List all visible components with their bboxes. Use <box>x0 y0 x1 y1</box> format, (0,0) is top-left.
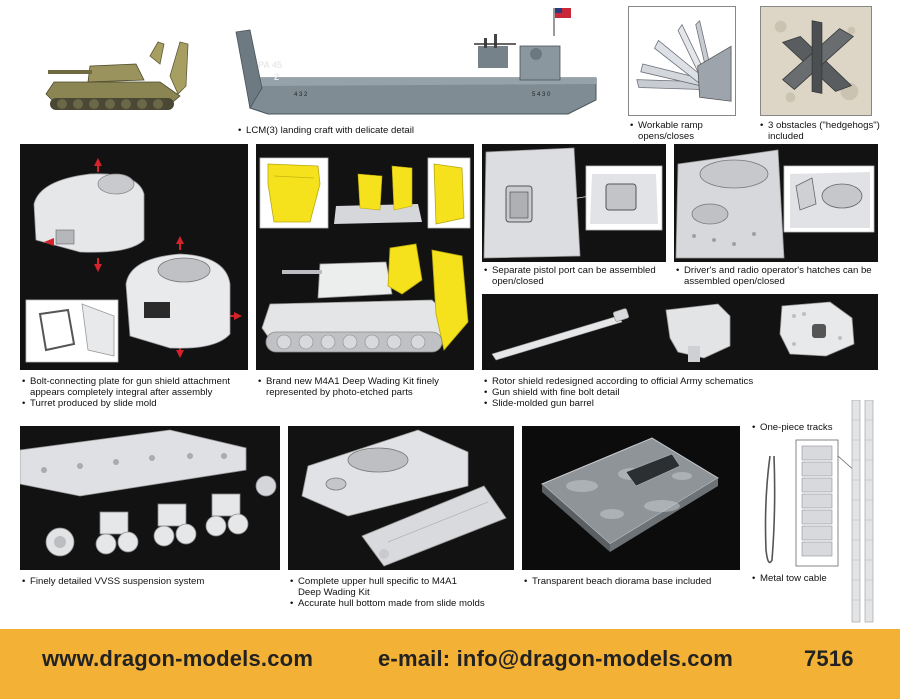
caption-lcm: •LCM(3) landing craft with delicate deta… <box>238 125 414 136</box>
caption-hedgehogs: •3 obstacles ("hedgehogs") included <box>760 120 880 142</box>
turret-panel <box>20 144 248 370</box>
pistol-port-panel <box>482 144 666 262</box>
caption-diorama: •Transparent beach diorama base included <box>524 576 712 587</box>
vvss-suspension-panel <box>20 426 280 570</box>
wading-kit-panel <box>256 144 474 370</box>
caption-tow-cable: •Metal tow cable <box>752 573 827 584</box>
caption-hatches: •Driver's and radio operator's hatches c… <box>676 265 872 287</box>
hull-marking: PA 45 <box>258 60 282 70</box>
ramp-photo <box>628 6 736 116</box>
sherman-tank-illustration <box>40 36 200 114</box>
bow-number: 2 <box>274 72 279 82</box>
hedgehogs-photo <box>760 6 872 116</box>
caption-wading-kit: •Brand new M4A1 Deep Wading Kit finely r… <box>258 376 439 398</box>
hull-panel <box>288 426 514 570</box>
diorama-base-panel <box>522 426 740 570</box>
caption-rotor-shield: •Rotor shield redesigned according to of… <box>484 376 754 409</box>
email-link[interactable]: e-mail: info@dragon-models.com <box>378 646 734 671</box>
rotor-shield-panel <box>482 294 878 370</box>
kit-number: 7516 <box>804 646 854 671</box>
caption-turret: •Bolt-connecting plate for gun shield at… <box>22 376 230 409</box>
footer-bar: www.dragon-models.com e-mail: info@drago… <box>0 629 900 699</box>
caption-pistol-port: •Separate pistol port can be assembled o… <box>484 265 656 287</box>
caption-tracks: •One-piece tracks <box>752 422 833 433</box>
caption-vvss: •Finely detailed VVSS suspension system <box>22 576 205 587</box>
caption-ramp: •Workable ramp opens/closes <box>630 120 703 142</box>
lcm-landing-craft-illustration: PA 45 2 4 3 2 5 4 3 0 <box>228 4 600 122</box>
caption-hull: •Complete upper hull specific to M4A1 De… <box>290 576 485 609</box>
website-link[interactable]: www.dragon-models.com <box>42 646 314 671</box>
side-numbers-right: 5 4 3 0 <box>532 92 551 98</box>
hatches-panel <box>674 144 878 262</box>
tracks-and-cable-illustration <box>752 400 882 626</box>
side-numbers-left: 4 3 2 <box>294 92 308 98</box>
